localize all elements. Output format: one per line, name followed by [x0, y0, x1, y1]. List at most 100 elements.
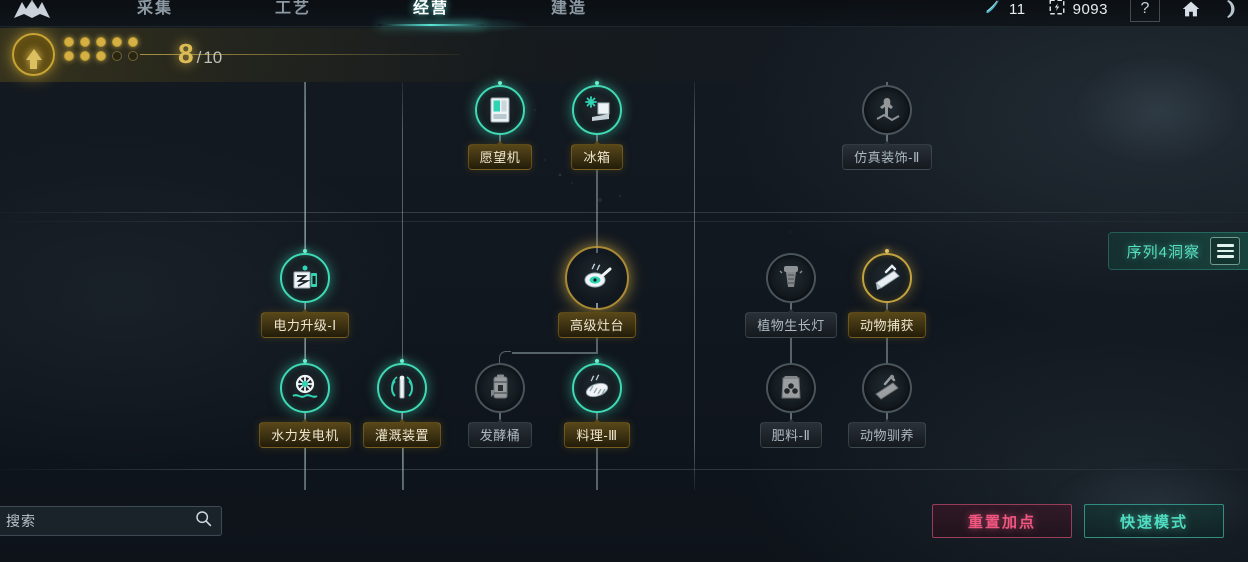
tab-management[interactable]: 经营: [362, 0, 500, 26]
level-counter: 8 / 10: [178, 38, 222, 70]
tech-node-label: 植物生长灯: [745, 309, 837, 338]
link-growlamp-down: [790, 334, 792, 388]
tech-node-label-text: 植物生长灯: [757, 318, 825, 333]
link-animalcapture-down: [886, 334, 888, 388]
tech-node-label: 动物驯养: [847, 419, 926, 448]
tech-node-stem: [790, 303, 792, 311]
tech-node-fermenter[interactable]: 发酵桶: [452, 363, 548, 448]
level-pips: [64, 37, 138, 65]
label-notch: [299, 309, 310, 314]
label-notch: [881, 419, 892, 424]
vending-machine-icon: [490, 97, 510, 123]
tech-node-ring: [862, 85, 912, 135]
level-max: 10: [203, 48, 223, 67]
trap-icon: [875, 264, 900, 290]
tech-node-cooking-3[interactable]: 料理-Ⅲ: [549, 359, 645, 448]
tech-node-label-text: 电力升级-Ⅰ: [273, 318, 337, 333]
column-line-3: [694, 82, 695, 490]
tier-divider-2: [0, 469, 1248, 470]
tech-node-advanced-stove[interactable]: 高级灶台: [549, 246, 645, 338]
level-pip: [128, 51, 138, 61]
label-notch: [494, 419, 505, 424]
search-box[interactable]: [0, 506, 222, 536]
tab-crafting-label: 工艺: [274, 0, 311, 17]
label-notch: [881, 141, 892, 146]
tech-node-label: 肥料-Ⅱ: [759, 419, 823, 448]
help-label: ?: [1140, 0, 1150, 17]
quick-mode-button[interactable]: 快速模式: [1084, 504, 1224, 538]
sequence-insight-badge[interactable]: 序列4洞察: [1107, 232, 1248, 270]
tech-node-label: 水力发电机: [259, 419, 351, 448]
label-notch: [299, 419, 310, 424]
sequence-label: 序列4洞察: [1126, 243, 1200, 261]
tech-node-label-text: 冰箱: [583, 150, 611, 165]
tech-node-stem: [499, 413, 501, 421]
main-tabs: 采集 工艺 经营 建造: [86, 0, 638, 26]
search-input[interactable]: [6, 513, 194, 529]
level-pip: [128, 37, 138, 47]
bottom-bar: 重置加点 快速模式: [0, 492, 1248, 562]
tech-node-ring: [572, 81, 622, 135]
tech-node-fertilizer-2[interactable]: 肥料-Ⅱ: [743, 363, 839, 448]
help-button[interactable]: ?: [1130, 0, 1160, 22]
tech-node-animal-capture[interactable]: 动物捕获: [839, 249, 935, 338]
tech-node-label: 动物捕获: [847, 309, 926, 338]
tech-node-label-text: 料理-Ⅲ: [576, 428, 618, 443]
tech-node-stem: [499, 135, 501, 143]
statue-icon: [876, 98, 900, 122]
resource-shard[interactable]: 11: [983, 0, 1026, 23]
tech-node-irrigation[interactable]: 灌溉装置: [354, 359, 450, 448]
hamburger-menu-icon[interactable]: [1210, 237, 1240, 265]
moon-icon[interactable]: [1208, 0, 1242, 23]
tech-node-label-text: 愿望机: [479, 150, 521, 165]
label-notch: [785, 309, 796, 314]
level-separator: /: [196, 48, 202, 67]
tech-node-ring: [280, 359, 330, 413]
tab-crafting[interactable]: 工艺: [224, 0, 362, 24]
tab-building[interactable]: 建造: [500, 0, 638, 24]
blueprint-value: 9093: [1072, 0, 1108, 18]
tech-node-ring: [377, 359, 427, 413]
resource-blueprint[interactable]: 9093: [1048, 0, 1108, 23]
home-icon[interactable]: [1174, 0, 1208, 23]
tech-node-label-text: 水力发电机: [271, 428, 339, 443]
label-notch: [591, 419, 602, 424]
tech-node-ring: [862, 249, 912, 303]
tab-gather[interactable]: 采集: [86, 0, 224, 24]
tech-node-label-text: 动物捕获: [859, 318, 914, 333]
tech-node-hydro-generator[interactable]: 水力发电机: [257, 359, 353, 448]
link-fermenter-corner: [499, 351, 511, 363]
tech-node-label-text: 高级灶台: [569, 318, 624, 333]
tech-node-plant-grow-lamp[interactable]: 植物生长灯: [743, 253, 839, 338]
tech-node-label-text: 灌溉装置: [374, 428, 429, 443]
tech-node-stem: [596, 303, 598, 311]
tech-node-power-upgrade-1[interactable]: 电力升级-Ⅰ: [257, 249, 353, 338]
tech-node-stem: [304, 303, 306, 311]
reset-points-button[interactable]: 重置加点: [932, 504, 1072, 538]
tech-node-label: 发酵桶: [467, 419, 533, 448]
tech-node-stem: [596, 413, 598, 421]
link-power-up: [304, 82, 306, 278]
tech-node-label-text: 发酵桶: [479, 428, 521, 443]
fertilizer-bag-icon: [781, 376, 801, 399]
tech-node-refrigerator[interactable]: 冰箱: [549, 81, 645, 170]
level-current: 8: [178, 38, 195, 69]
tier-divider-1: [0, 212, 1248, 213]
upgrade-arrow-icon[interactable]: [5, 26, 62, 83]
tech-node-label-text: 肥料-Ⅱ: [771, 428, 811, 443]
search-icon[interactable]: [194, 509, 213, 533]
level-pip: [80, 51, 90, 61]
tab-building-label: 建造: [550, 0, 587, 17]
tech-node-stem: [886, 135, 888, 143]
label-notch: [785, 419, 796, 424]
tech-node-wish-machine[interactable]: 愿望机: [452, 81, 548, 170]
tech-node-ring: [280, 249, 330, 303]
sprinkler-icon: [391, 375, 413, 399]
tech-node-animal-taming[interactable]: 动物驯养: [839, 363, 935, 448]
tech-node-stem: [401, 413, 403, 421]
link-hydro-down: [304, 438, 306, 490]
column-line-2: [402, 82, 403, 490]
level-pip: [64, 51, 74, 61]
tech-node-sim-decor-2[interactable]: 仿真装饰-Ⅱ: [839, 85, 935, 170]
